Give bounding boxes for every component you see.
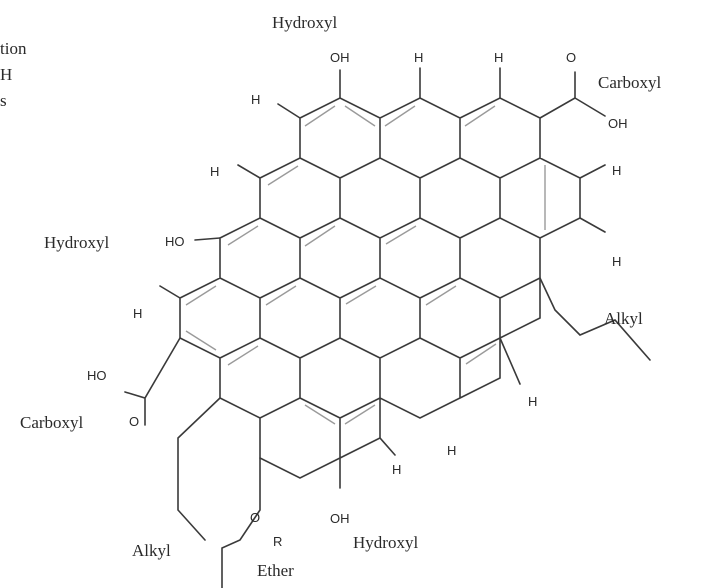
- label-carboxyl-left: Carboxyl: [20, 413, 84, 432]
- atom-symbols: OH H H O OH H H HO H HO O H H H H H OH O…: [87, 50, 628, 549]
- atom-oh-top: OH: [330, 50, 350, 65]
- label-alkyl-right: Alkyl: [604, 309, 643, 328]
- atom-h-upper-left: H: [251, 92, 260, 107]
- label-cut-line-1: tion: [0, 39, 27, 58]
- label-carboxyl-right: Carboxyl: [598, 73, 662, 92]
- label-hydroxyl-left: Hydroxyl: [44, 233, 109, 252]
- atom-h-top-2: H: [494, 50, 503, 65]
- label-alkyl-bottom: Alkyl: [132, 541, 171, 560]
- atom-h-top-1: H: [414, 50, 423, 65]
- atom-h-bottom-2: H: [392, 462, 401, 477]
- atom-o-carboxyl-left: O: [129, 414, 139, 429]
- atom-o-carboxyl-right: O: [566, 50, 576, 65]
- atom-ho-carboxyl-left: HO: [87, 368, 107, 383]
- label-hydroxyl-bottom: Hydroxyl: [353, 533, 418, 552]
- functional-group-labels: Hydroxyl Carboxyl Hydroxyl Alkyl Carboxy…: [0, 13, 662, 580]
- atom-h-left-1: H: [210, 164, 219, 179]
- atom-oh-carboxyl-right: OH: [608, 116, 628, 131]
- label-hydroxyl-top: Hydroxyl: [272, 13, 337, 32]
- label-cut-line-2: H: [0, 65, 12, 84]
- molecular-bonds: [124, 67, 651, 588]
- label-ether: Ether: [257, 561, 294, 580]
- atom-h-right-2: H: [612, 254, 621, 269]
- atom-r-ether: R: [273, 534, 282, 549]
- atom-ho-left: HO: [165, 234, 185, 249]
- atom-oh-bottom: OH: [330, 511, 350, 526]
- atom-h-lower-right: H: [528, 394, 537, 409]
- atom-h-bottom-1: H: [447, 443, 456, 458]
- label-cut-line-3: s: [0, 91, 7, 110]
- atom-o-ether: O: [250, 510, 260, 525]
- atom-h-right-1: H: [612, 163, 621, 178]
- atom-h-left-2: H: [133, 306, 142, 321]
